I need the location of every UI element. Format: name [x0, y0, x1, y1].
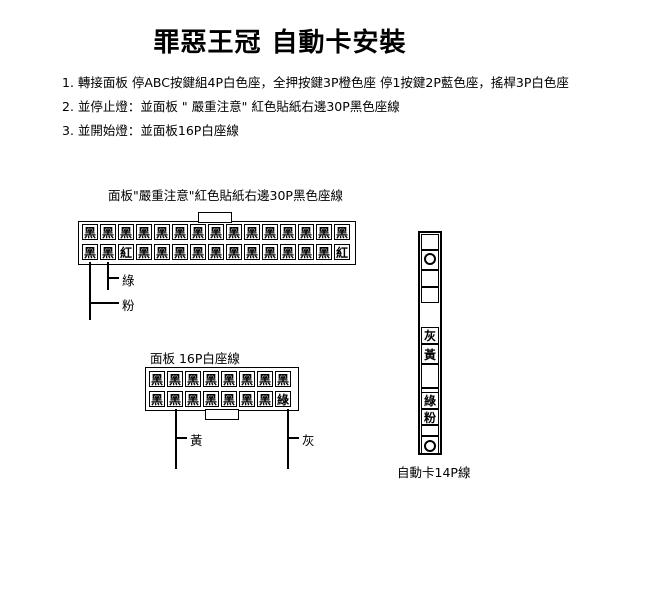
connector30-top-pin: 黑 [136, 224, 152, 240]
connector16-key [205, 409, 239, 420]
connector30-bottom-pin: 黑 [262, 244, 278, 260]
wire-gray-16p-label: 灰 [302, 433, 315, 448]
connector16-bottom-pin: 黑 [185, 391, 201, 407]
instruction-3: 3. 並開始燈：並面板16P白座線 [62, 123, 239, 138]
connector16-bottom-pin: 綠 [275, 391, 291, 407]
connector30-top-pin: 黑 [118, 224, 134, 240]
connector30-bottom-pin: 黑 [298, 244, 314, 260]
connector16-label: 面板 16P白座線 [150, 351, 240, 366]
wire-pink-30p-tick [89, 302, 119, 304]
connector30-bottom-pin: 紅 [334, 244, 350, 260]
connector16-top-pin: 黑 [185, 371, 201, 387]
connector30-bottom-pin: 黑 [190, 244, 206, 260]
connector30-bottom-pin: 黑 [82, 244, 98, 260]
connector16-bottom-pin: 黑 [257, 391, 273, 407]
connector30-pins: 黑黑黑黑黑黑黑黑黑黑黑黑黑黑黑 黑黑紅黑黑黑黑黑黑黑黑黑黑黑紅 [82, 224, 352, 260]
wire-yellow-16p-tick [175, 437, 187, 439]
connector30-bottom-pin: 紅 [118, 244, 134, 260]
instruction-1: 1. 轉接面板 停ABC按鍵組4P白色座，全押按鍵3P橙色座 停1按鍵2P藍色座… [62, 75, 569, 90]
connector16-top-pin: 黑 [275, 371, 291, 387]
connector30-top-pin: 黑 [334, 224, 350, 240]
card14-cell: 黃 [421, 344, 439, 364]
wire-green-30p [107, 262, 109, 290]
card14-cell [421, 364, 439, 388]
connector30-bottom-row: 黑黑紅黑黑黑黑黑黑黑黑黑黑黑紅 [82, 244, 352, 260]
connector16-bottom-pin: 黑 [149, 391, 165, 407]
connector30-bottom-pin: 黑 [100, 244, 116, 260]
mount-hole-top-icon [424, 253, 436, 265]
connector30-bottom-pin: 黑 [154, 244, 170, 260]
card14-cell [421, 234, 439, 250]
connector30-bottom-pin: 黑 [280, 244, 296, 260]
page-title: 罪惡王冠 自動卡安裝 [153, 28, 407, 58]
connector30-top-pin: 黑 [262, 224, 278, 240]
connector16-bottom-pin: 黑 [203, 391, 219, 407]
connector30-top-row: 黑黑黑黑黑黑黑黑黑黑黑黑黑黑黑 [82, 224, 352, 240]
card14-cell [421, 425, 439, 436]
wire-pink-30p-label: 粉 [122, 298, 135, 313]
wire-gray-16p [287, 409, 289, 469]
connector30-bottom-pin: 黑 [244, 244, 260, 260]
card14-cell [421, 287, 439, 303]
connector30-key [198, 212, 232, 223]
mount-hole-bottom-icon [424, 440, 436, 452]
connector30-top-pin: 黑 [82, 224, 98, 240]
connector30-top-pin: 黑 [280, 224, 296, 240]
connector16-top-pin: 黑 [167, 371, 183, 387]
connector16-bottom-pin: 黑 [239, 391, 255, 407]
wire-green-30p-label: 綠 [122, 273, 135, 288]
card14-label: 自動卡14P線 [397, 465, 471, 480]
connector30-top-pin: 黑 [298, 224, 314, 240]
wire-gray-16p-tick [287, 437, 299, 439]
connector16-bottom-row: 黑黑黑黑黑黑黑綠 [149, 391, 293, 407]
connector30-bottom-pin: 黑 [136, 244, 152, 260]
instruction-2: 2. 並停止燈：並面板 " 嚴重注意" 紅色貼紙右邊30P黑色座線 [62, 99, 400, 114]
wire-pink-30p [89, 262, 91, 320]
connector30-top-pin: 黑 [172, 224, 188, 240]
connector30-bottom-pin: 黑 [208, 244, 224, 260]
connector30-top-pin: 黑 [226, 224, 242, 240]
connector30-top-pin: 黑 [244, 224, 260, 240]
card14-cell: 粉 [421, 409, 439, 425]
wire-yellow-16p [175, 409, 177, 469]
connector30-top-pin: 黑 [316, 224, 332, 240]
connector30-top-pin: 黑 [154, 224, 170, 240]
wire-green-30p-tick [107, 277, 119, 279]
connector30-top-pin: 黑 [100, 224, 116, 240]
connector16-top-pin: 黑 [203, 371, 219, 387]
connector30-top-pin: 黑 [190, 224, 206, 240]
card14-cell [421, 270, 439, 287]
connector16-top-pin: 黑 [239, 371, 255, 387]
card14-cell: 綠 [421, 392, 439, 409]
connector30-bottom-pin: 黑 [316, 244, 332, 260]
card14-cell: 灰 [421, 327, 439, 344]
connector30-bottom-pin: 黑 [226, 244, 242, 260]
connector16-top-row: 黑黑黑黑黑黑黑黑 [149, 371, 293, 387]
connector16-bottom-pin: 黑 [221, 391, 237, 407]
connector16-top-pin: 黑 [221, 371, 237, 387]
connector16-top-pin: 黑 [149, 371, 165, 387]
connector16-bottom-pin: 黑 [167, 391, 183, 407]
wire-yellow-16p-label: 黃 [190, 433, 203, 448]
connector16-top-pin: 黑 [257, 371, 273, 387]
connector30-bottom-pin: 黑 [172, 244, 188, 260]
connector16-pins: 黑黑黑黑黑黑黑黑 黑黑黑黑黑黑黑綠 [149, 371, 293, 407]
connector30-label: 面板"嚴重注意"紅色貼紙右邊30P黑色座線 [108, 188, 343, 203]
connector30-top-pin: 黑 [208, 224, 224, 240]
